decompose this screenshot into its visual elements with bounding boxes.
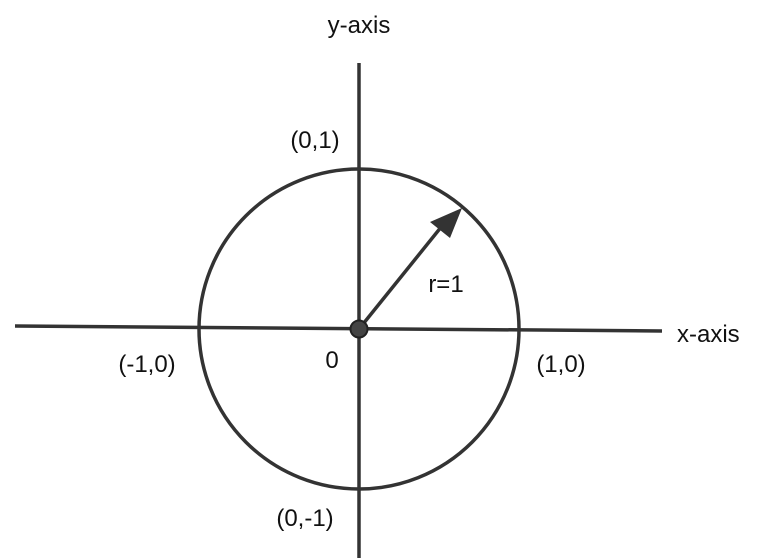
y-axis-label: y-axis	[328, 12, 391, 39]
left-point-label: (-1,0)	[118, 351, 175, 378]
right-point-label: (1,0)	[536, 351, 585, 378]
unit-circle	[197, 167, 521, 491]
bottom-point-label: (0,-1)	[276, 505, 333, 532]
x-axis-line	[14, 324, 663, 333]
top-point-label: (0,1)	[290, 127, 339, 154]
radius-arrow	[357, 219, 448, 331]
origin-label: 0	[325, 347, 338, 374]
origin-point	[349, 319, 369, 339]
radius-arrowhead	[430, 208, 462, 238]
radius-label: r=1	[428, 271, 463, 298]
x-axis-label: x-axis	[677, 321, 740, 348]
